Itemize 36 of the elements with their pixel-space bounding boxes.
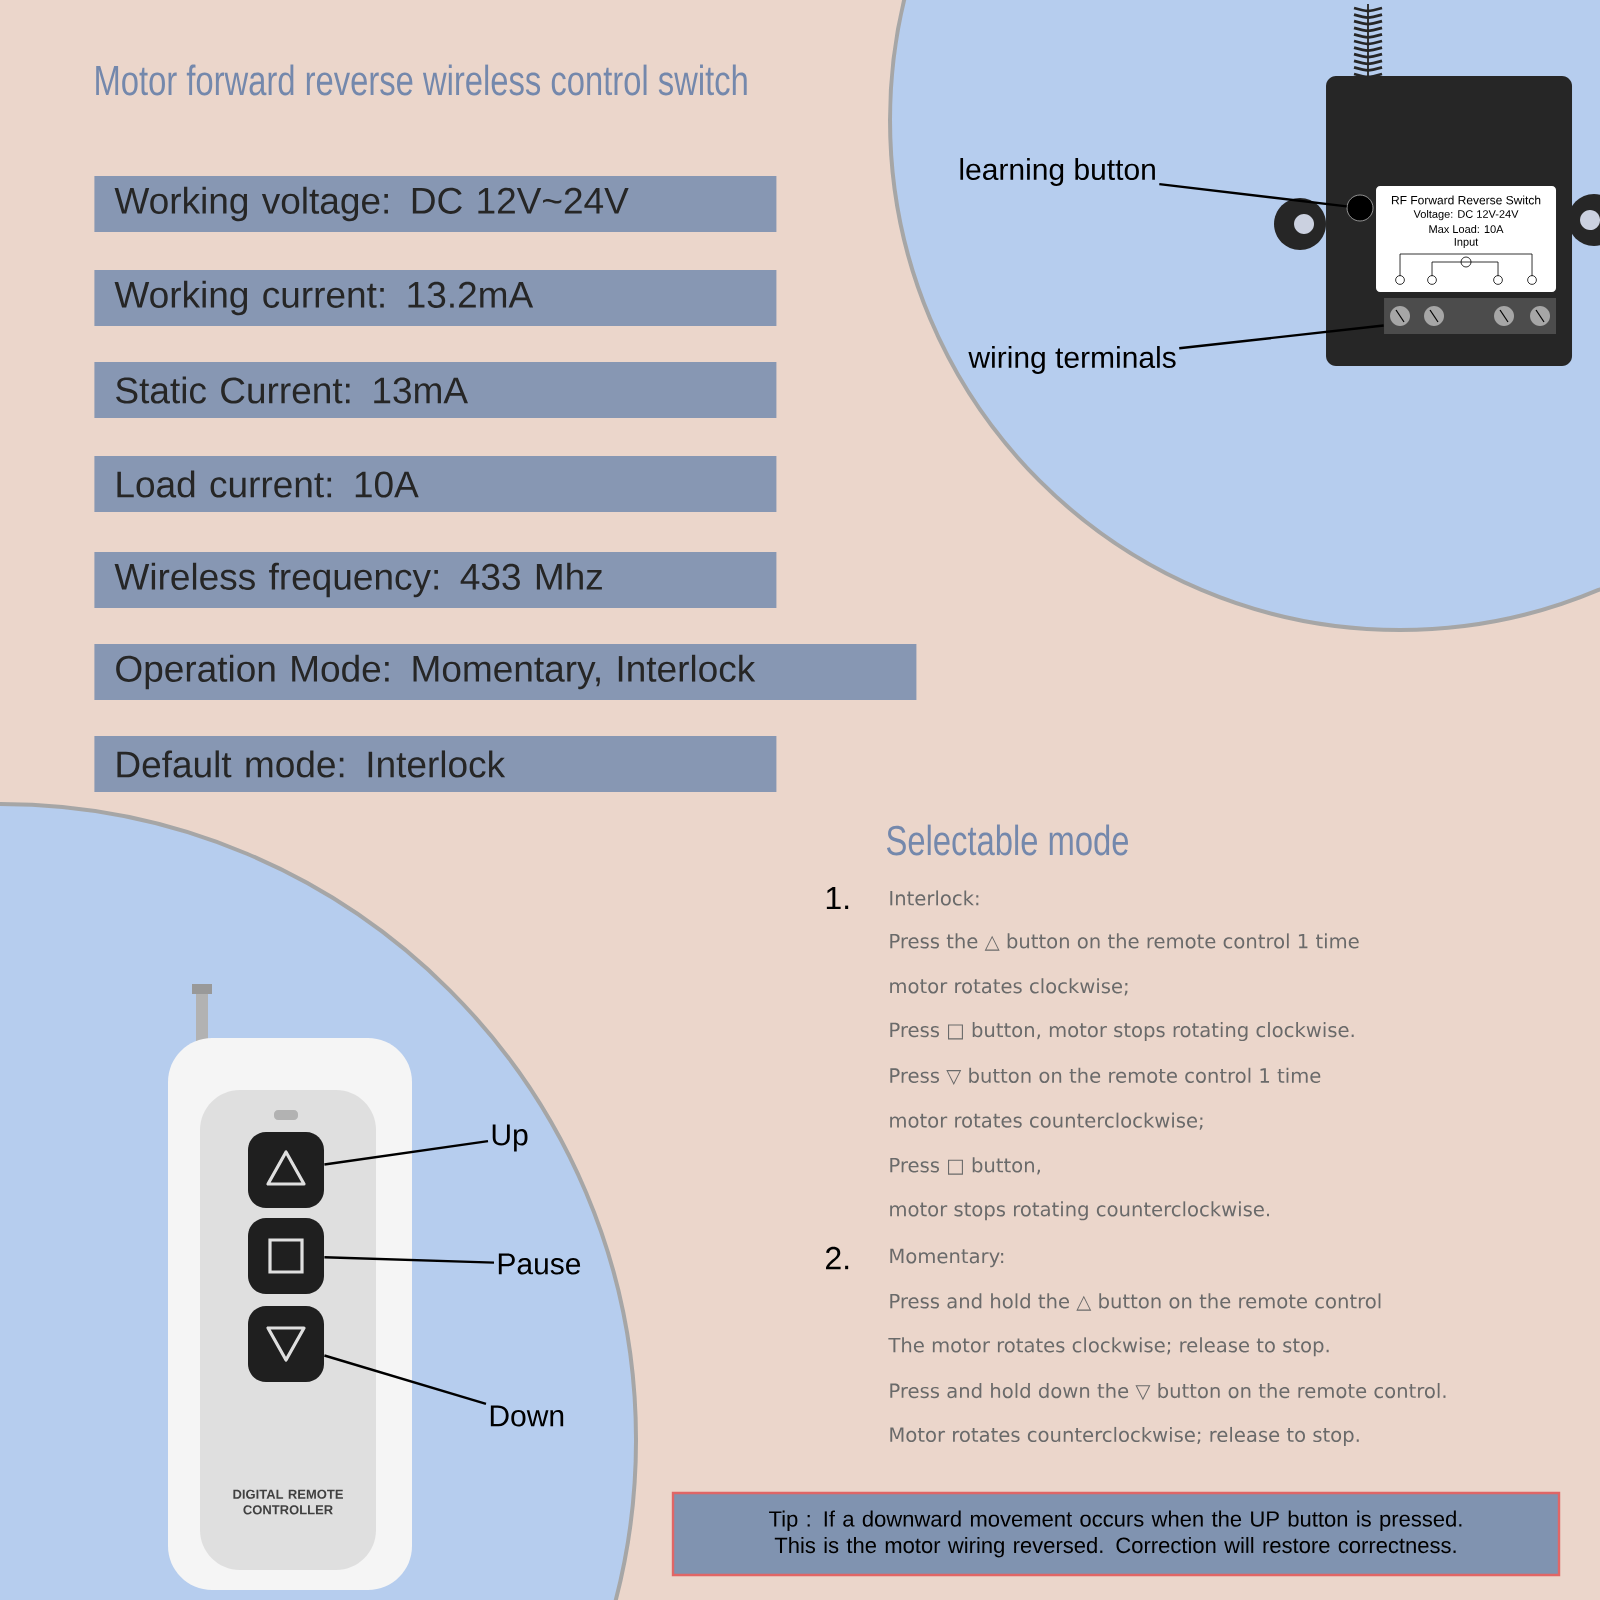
- spec-bar: Working current: 13.2mA: [94, 270, 777, 326]
- step-number: 2.: [826, 1246, 849, 1270]
- instruction-text: Press the △ button on the remote control 1 time: [890, 933, 1359, 951]
- instruction-text: motor rotates counterclockwise;: [890, 1112, 1203, 1130]
- instruction-text: Interlock:: [890, 890, 979, 906]
- instruction-text: The motor rotates clockwise; release to stop.: [888, 1337, 1329, 1357]
- callout-label: Pause: [498, 1253, 581, 1275]
- spec-bar: Working voltage: DC 12V~24V: [94, 176, 777, 232]
- heading: Selectable mode: [887, 824, 1128, 856]
- instruction-text: Motor rotates counterclockwise; release to stop.: [890, 1426, 1359, 1446]
- instruction-text: Press ▽ button on the remote control 1 time: [890, 1067, 1321, 1086]
- callout-label: Up: [492, 1124, 528, 1152]
- spec-bar: Default mode: Interlock: [94, 736, 777, 792]
- leader-line: [324, 1354, 487, 1405]
- callout-label: Down: [490, 1405, 564, 1427]
- spec-bar: Static Current: 13mA: [94, 362, 777, 418]
- leader-line: [1159, 182, 1347, 208]
- leader-line: [1179, 324, 1384, 350]
- spec-bar: Load current: 10A: [94, 456, 777, 512]
- leader-line: [324, 1139, 489, 1166]
- tip-box: Tip : If a downward movement occurs when the UP button is pressed. This is the motor wiring reversed. Correction will restore correctness.: [671, 1491, 1561, 1577]
- callout-label: wiring terminals: [968, 346, 1176, 374]
- instruction-text: motor rotates clockwise;: [890, 978, 1128, 996]
- title: Motor forward reverse wireless control switch: [96, 64, 747, 96]
- instruction-text: Press □ button,: [890, 1157, 1040, 1175]
- instruction-text: Press and hold the △ button on the remote control: [890, 1293, 1381, 1311]
- step-number: 1.: [826, 887, 849, 909]
- learning-button: [1346, 194, 1374, 222]
- instruction-text: Press □ button, motor stops rotating clockwise.: [890, 1022, 1354, 1042]
- spec-bar: Operation Mode: Momentary, Interlock: [94, 644, 917, 700]
- instruction-text: motor stops rotating counterclockwise.: [890, 1201, 1269, 1221]
- spec-bar: Wireless frequency: 433 Mhz: [94, 552, 777, 608]
- instruction-text: Press and hold down the ▽ button on the remote control.: [890, 1382, 1446, 1401]
- instruction-text: Momentary:: [890, 1248, 1004, 1268]
- callout-label: learning button: [960, 158, 1155, 186]
- leader-line: [324, 1256, 495, 1264]
